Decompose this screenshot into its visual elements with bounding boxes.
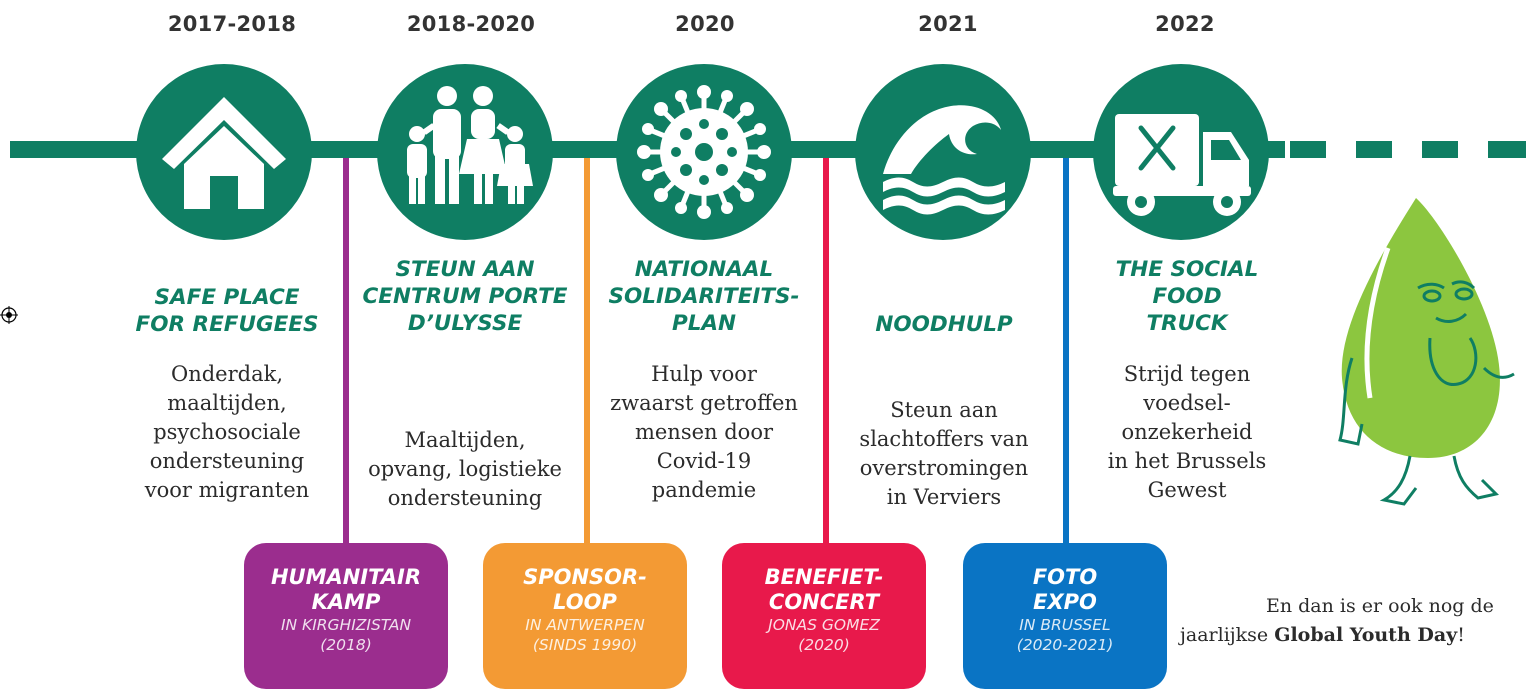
event-subtitle: JONAS GOMEZ (768, 616, 880, 634)
event-subtitle: (2020) (798, 636, 850, 654)
event-box: SPONSOR- LOOP IN ANTWERPEN (SINDS 1990) (483, 543, 687, 689)
event-title: EXPO (1033, 590, 1097, 614)
event-connector (343, 158, 349, 548)
event-subtitle: (2018) (320, 636, 372, 654)
milestone-circle (1093, 64, 1269, 240)
milestone-circle (616, 64, 792, 240)
milestone-circle (855, 64, 1031, 240)
footer-line: En dan is er ook nog de (1266, 595, 1494, 617)
event-title: SPONSOR- (523, 565, 647, 589)
timeline-dash (1422, 141, 1458, 158)
event-connector (1063, 158, 1069, 548)
event-title: KAMP (311, 590, 381, 614)
event-title: CONCERT (768, 590, 880, 614)
event-subtitle: (2020-2021) (1016, 636, 1114, 654)
virus-icon (637, 85, 771, 219)
milestone-year: 2022 (1155, 12, 1215, 36)
family-icon (407, 86, 533, 204)
milestone-title: NOODHULP (875, 312, 1013, 337)
wave-icon (883, 105, 1005, 215)
milestone-circle (136, 64, 312, 240)
event-connector (584, 158, 590, 548)
event-box: HUMANITAIR KAMP IN KIRGHIZISTAN (2018) (244, 543, 448, 689)
footer-note: En dan is er ook nog de jaarlijkse Globa… (1180, 592, 1526, 650)
event-box: BENEFIET- CONCERT JONAS GOMEZ (2020) (722, 543, 926, 689)
event-subtitle: IN BRUSSEL (1019, 616, 1111, 634)
event-title: LOOP (553, 590, 617, 614)
global-youth-day: Global Youth Day (1274, 624, 1458, 646)
event-subtitle: IN KIRGHIZISTAN (280, 616, 412, 634)
milestone-year: 2018-2020 (406, 12, 536, 36)
timeline-dash (1290, 141, 1326, 158)
milestone-year: 2020 (675, 12, 735, 36)
milestone-year: 2021 (918, 12, 978, 36)
mascot-illustration (1318, 188, 1526, 510)
event-title: FOTO (1032, 565, 1098, 589)
registration-mark-icon (0, 306, 18, 324)
event-connector (823, 158, 829, 548)
milestone-year: 2017-2018 (167, 12, 297, 36)
food-truck-icon (1113, 114, 1251, 216)
event-title: HUMANITAIR (270, 565, 422, 589)
footer-line: jaarlijkse Global Youth Day! (1180, 624, 1465, 646)
milestone-circle (377, 64, 553, 240)
event-subtitle: (SINDS 1990) (532, 636, 638, 654)
timeline-dash (1356, 141, 1392, 158)
event-title: BENEFIET- (764, 565, 884, 589)
event-subtitle: IN ANTWERPEN (525, 616, 645, 634)
house-icon (162, 97, 286, 209)
event-box: FOTO EXPO IN BRUSSEL (2020-2021) (963, 543, 1167, 689)
timeline-dash (1488, 141, 1526, 158)
